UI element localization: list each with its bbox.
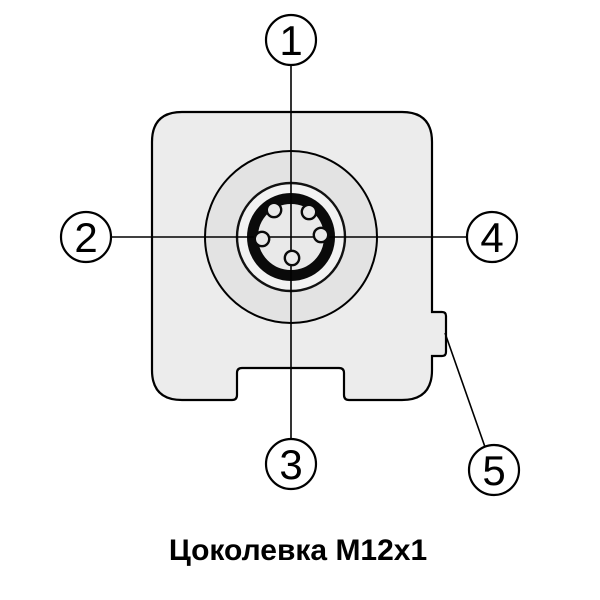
callout-circle-4: [465, 210, 519, 264]
pin-right: [312, 226, 330, 244]
callout-label-4: 4: [480, 214, 503, 261]
callout-circle-3: [264, 437, 318, 491]
callout-label-5: 5: [482, 447, 505, 494]
callout-label-2: 2: [74, 214, 97, 261]
pin-top-left: [265, 201, 283, 219]
diagram-caption: Цоколевка M12x1: [169, 534, 427, 567]
pin-left: [253, 230, 271, 248]
leader-line-callout-5: [444, 332, 486, 448]
callout-circle-1: [264, 13, 318, 67]
pin-bottom: [283, 249, 301, 267]
callout-circle-5: [467, 443, 521, 497]
callout-label-3: 3: [279, 441, 302, 488]
pin-top-right: [300, 203, 318, 221]
callout-circle-2: [59, 210, 113, 264]
callout-label-1: 1: [279, 17, 302, 64]
